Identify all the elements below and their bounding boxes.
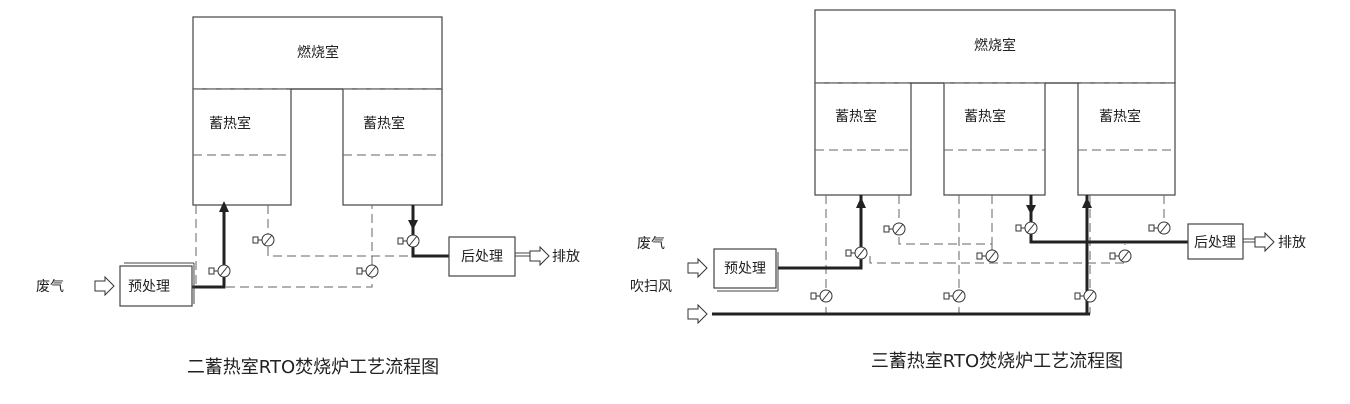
left-diagram: 燃烧室 蓄热室 蓄热室 预处理 后处理 废气 排放 二蓄热室RTO焚烧炉工艺流程… [36, 16, 580, 378]
right-combustion-chamber [814, 9, 1176, 84]
right-posttreat-label: 后处理 [1194, 235, 1236, 251]
right-valve-5 [1109, 249, 1132, 263]
left-pretreat-box [119, 265, 193, 307]
right-purge-arrow [687, 304, 708, 324]
left-combustion-label: 燃烧室 [297, 44, 339, 61]
right-diagram: 燃烧室 蓄热室 蓄热室 蓄热室 预处理 后处理 废气 吹扫风 排放 三蓄热室RT… [630, 9, 1306, 372]
right-valve-8 [943, 289, 966, 303]
right-valve-9 [1074, 289, 1097, 303]
right-valve-6 [1148, 221, 1171, 235]
left-posttreat-label: 后处理 [461, 249, 503, 265]
right-valve-7 [810, 289, 833, 303]
right-caption: 三蓄热室RTO焚烧炉工艺流程图 [871, 351, 1123, 372]
left-discharge-label: 排放 [552, 249, 580, 265]
right-regen-c-label: 蓄热室 [1099, 108, 1141, 125]
left-regen-a-label: 蓄热室 [209, 115, 251, 132]
left-valve-3 [356, 264, 379, 278]
right-outlet-arrow [1254, 232, 1275, 252]
left-combustion-chamber [192, 16, 443, 90]
right-valve-3 [976, 249, 999, 263]
right-valve-2 [883, 222, 906, 236]
right-pretreat-label: 预处理 [724, 261, 766, 277]
left-valve-2 [252, 233, 275, 247]
left-regen-b-label: 蓄热室 [363, 115, 405, 132]
right-inlet-arrow [687, 258, 708, 278]
left-caption: 二蓄热室RTO焚烧炉工艺流程图 [187, 357, 439, 378]
right-regen-b [943, 82, 1046, 196]
right-posttreat-box [1187, 223, 1244, 260]
left-posttreat-box [448, 236, 516, 277]
left-waste-gas-label: 废气 [36, 279, 64, 295]
left-inlet-arrow [94, 276, 115, 296]
left-valve-4 [397, 234, 420, 248]
left-outlet-arrow [529, 246, 550, 266]
left-pretreat-label: 预处理 [128, 279, 170, 295]
right-regen-a [814, 82, 912, 196]
right-valve-1 [845, 246, 868, 260]
left-regen-b [342, 88, 443, 206]
right-discharge-label: 排放 [1278, 235, 1306, 251]
right-regen-c [1077, 82, 1176, 196]
left-valve-1 [208, 264, 231, 278]
left-regen-a [192, 88, 292, 206]
right-combustion-label: 燃烧室 [974, 37, 1016, 54]
right-purge-air-label: 吹扫风 [630, 279, 672, 295]
right-pretreat-box [713, 248, 777, 289]
right-valve-4 [1015, 221, 1038, 235]
right-waste-gas-label: 废气 [637, 236, 665, 252]
right-regen-a-label: 蓄热室 [835, 108, 877, 125]
right-regen-b-label: 蓄热室 [964, 108, 1006, 125]
